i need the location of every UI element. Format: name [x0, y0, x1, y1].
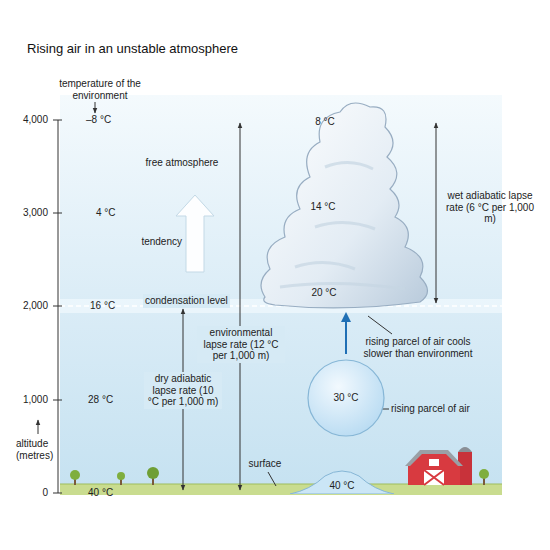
environment-temperature: 28 °C [88, 394, 134, 406]
cloud-shape [255, 97, 435, 312]
rising-arrow [345, 314, 347, 354]
temperature-value: 30 °C [321, 392, 371, 404]
tendency-arrow [176, 195, 214, 272]
lapse-rate-label: environmental lapse rate (12 °C per 1,00… [197, 326, 285, 363]
temperature-value: 40 °C [317, 480, 367, 492]
callout-label: rising parcel of air [391, 403, 491, 415]
environment-temperature: 16 °C [90, 300, 136, 312]
altitude-axis [53, 120, 62, 493]
altitude-pointer [38, 420, 39, 434]
sky [60, 95, 502, 487]
surface-label: surface [240, 458, 290, 470]
altitude-value: 1,000 [8, 394, 48, 406]
lapse-rate-label: dry adiabatic lapse rate (10 °C per 1,00… [144, 372, 222, 409]
environment-temperature: 40 °C [88, 487, 134, 499]
diagram-title: Rising air in an unstable atmosphere [27, 42, 238, 57]
temperature-value: 20 °C [302, 287, 346, 299]
level-label: condensation level [143, 294, 230, 308]
axis-note: temperature of the environment [50, 78, 150, 101]
temperature-value: 8 °C [303, 116, 347, 128]
environment-temperature: 4 °C [96, 207, 136, 219]
leader-line [368, 316, 392, 334]
ground [60, 484, 502, 495]
surface-air: 40 °C [290, 468, 394, 494]
altitude-value: 4,000 [8, 114, 48, 126]
cloud: 8 °C 14 °C 20 °C [255, 97, 435, 312]
leader-line [268, 472, 276, 486]
callout-label: rising parcel of air cools slower than e… [360, 336, 476, 359]
wet-bracket [436, 123, 437, 303]
barn-illustration [405, 447, 472, 485]
tendency-label: tendency [124, 236, 182, 248]
altitude-value: 2,000 [8, 300, 48, 312]
temperature-value: 14 °C [301, 201, 345, 213]
layer-name: free atmosphere [140, 157, 224, 169]
altitude-value: 0 [8, 487, 48, 499]
lapse-rate-label: wet adiabatic lapse rate (6 °C per 1,000… [442, 190, 538, 225]
environmental-bracket [240, 123, 241, 490]
environment-temperature: –8 °C [86, 114, 136, 126]
air-parcel: 30 °C [305, 357, 387, 439]
axis-title: altitude (metres) [16, 438, 64, 461]
temperature-pointer [95, 102, 96, 113]
altitude-value: 3,000 [8, 207, 48, 219]
